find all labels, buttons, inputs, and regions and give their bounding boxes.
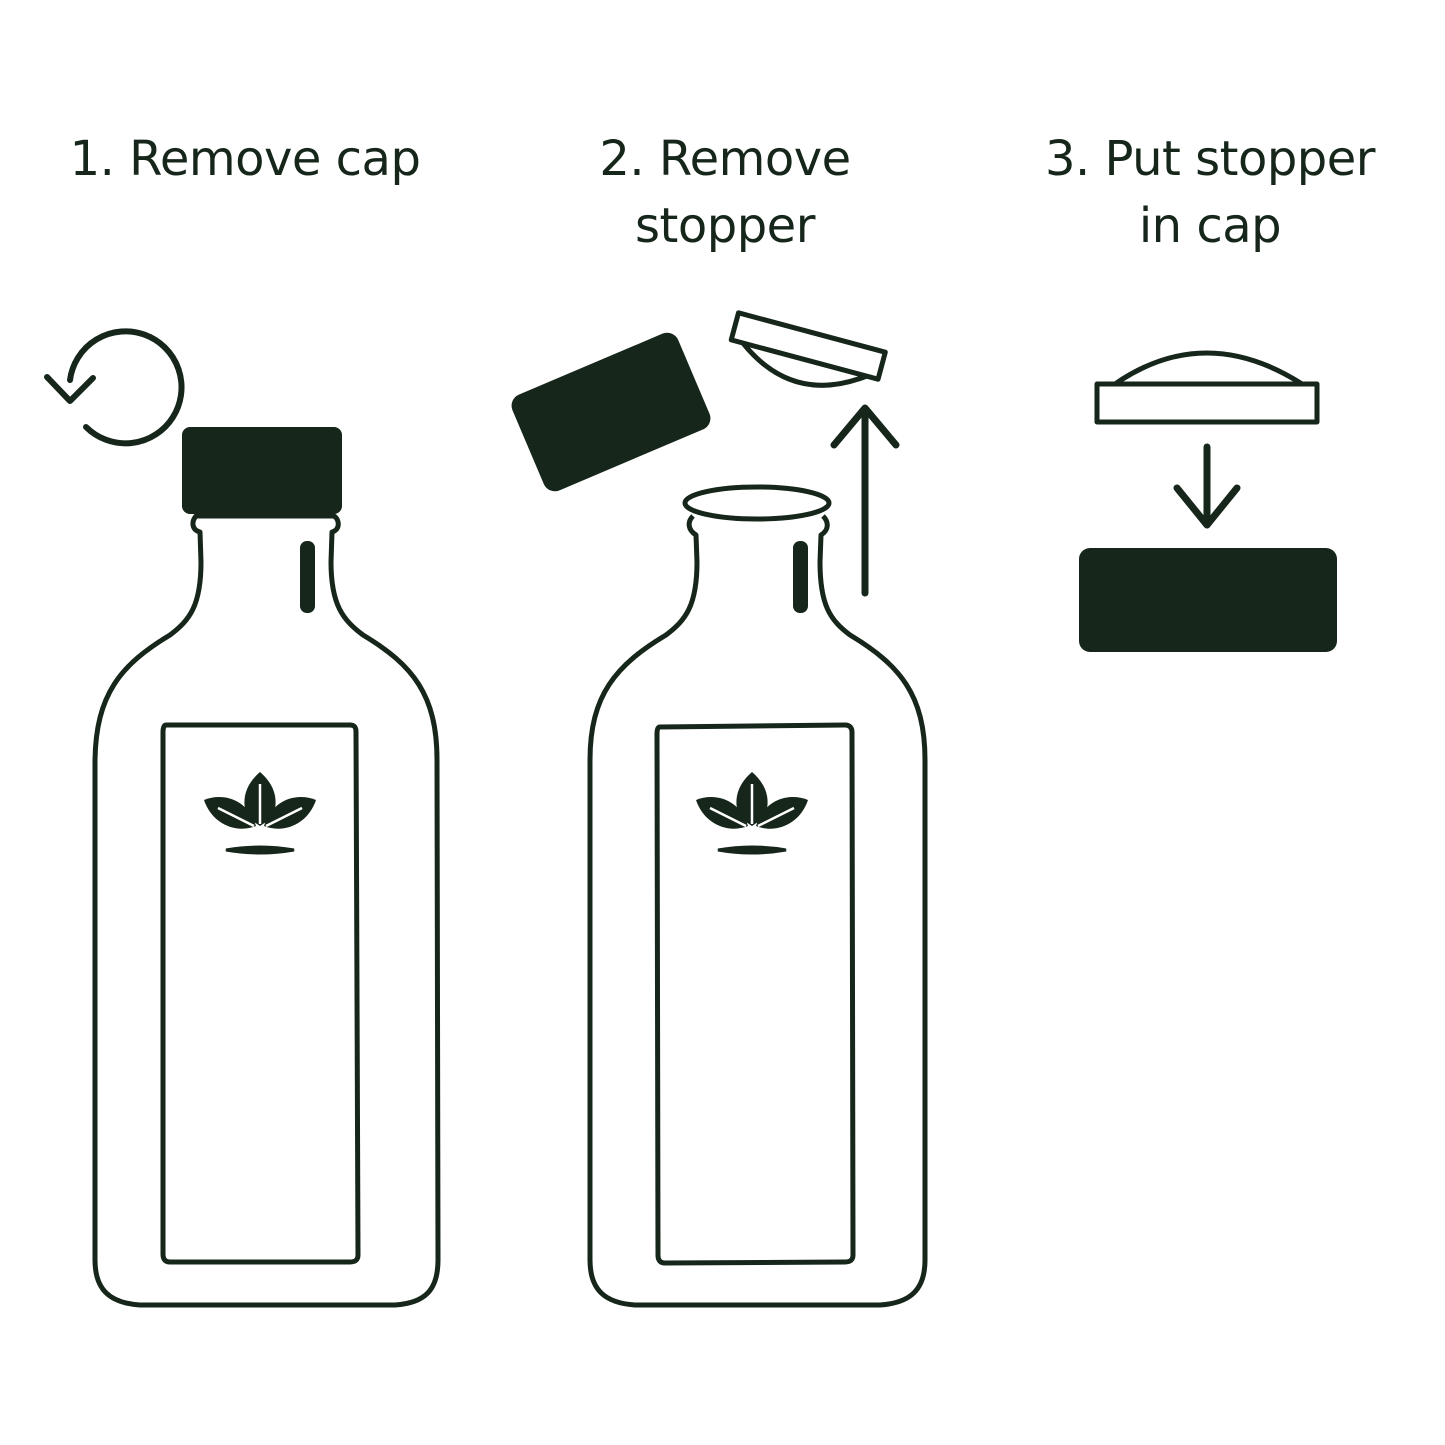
step-3-title-line1: 3. Put stopper — [1044, 131, 1376, 187]
rotate-counterclockwise-icon — [44, 328, 185, 447]
leaf-logo-icon — [694, 770, 810, 855]
cap-icon — [1079, 548, 1337, 652]
bottle-with-cap-icon — [92, 427, 441, 1308]
arrow-down-icon — [1173, 443, 1241, 529]
step-3-title: 3. Put stopper in cap — [1000, 126, 1420, 260]
step-1-title-text: 1. Remove cap — [69, 131, 421, 187]
step-1-title: 1. Remove cap — [30, 126, 460, 193]
arrow-up-icon — [830, 404, 900, 597]
cap-icon — [511, 332, 711, 492]
cap-icon — [182, 427, 342, 514]
step-2-title-line1: 2. Remove — [599, 131, 851, 187]
step-2-title: 2. Remove stopper — [520, 126, 930, 260]
step-3-title-line2: in cap — [1138, 198, 1282, 254]
stopper-icon — [728, 310, 888, 388]
open-bottle-icon — [587, 484, 928, 1308]
leaf-logo-icon — [202, 770, 318, 855]
stopper-icon — [1094, 350, 1320, 425]
step-2-title-line2: stopper — [635, 198, 815, 254]
